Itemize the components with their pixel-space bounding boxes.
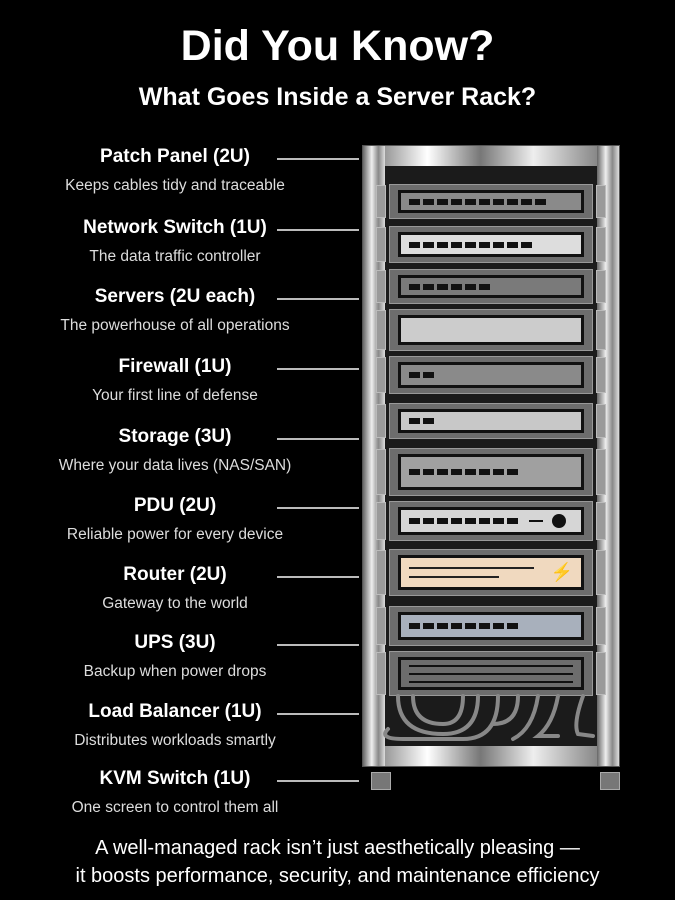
footer-line-1: A well-managed rack isn’t just aesthetic… — [95, 837, 580, 859]
rack-foot-left — [371, 772, 391, 790]
component-name: Firewall (1U) — [118, 356, 232, 377]
rack-unit — [376, 184, 606, 219]
leader-line — [277, 576, 359, 578]
leader-line — [277, 158, 359, 160]
component-description: One screen to control them all — [71, 799, 279, 816]
component-name: Patch Panel (2U) — [100, 146, 250, 167]
footer-line-2: it boosts performance, security, and mai… — [75, 865, 600, 887]
subtitle: What Goes Inside a Server Rack? — [138, 83, 537, 111]
rack-unit: ⚡ — [376, 549, 606, 596]
component-label: Router (2U) Gateway to the world — [20, 564, 330, 613]
rack-top-bar — [385, 146, 597, 166]
rack-unit — [376, 356, 606, 394]
component-name: Servers (2U each) — [94, 286, 256, 307]
leader-line — [277, 438, 359, 440]
rack-unit — [376, 448, 606, 496]
rack-unit — [376, 501, 606, 541]
rack-unit — [376, 651, 606, 696]
component-label: PDU (2U) Reliable power for every device — [20, 495, 330, 544]
component-name: Load Balancer (1U) — [88, 701, 262, 722]
leader-line — [277, 298, 359, 300]
component-description: Your first line of defense — [92, 387, 258, 404]
component-name: Network Switch (1U) — [83, 217, 267, 238]
leader-line — [277, 780, 359, 782]
component-label: Network Switch (1U) The data traffic cont… — [20, 217, 330, 266]
component-label: Load Balancer (1U) Distributes workloads … — [20, 701, 330, 750]
leader-line — [277, 507, 359, 509]
component-description: Gateway to the world — [102, 595, 248, 612]
component-label: Firewall (1U) Your first line of defense — [20, 356, 330, 405]
component-label: KVM Switch (1U) One screen to control the… — [20, 768, 330, 817]
component-label: Servers (2U each) The powerhouse of all o… — [20, 286, 330, 335]
rack-unit — [376, 226, 606, 263]
leader-line — [277, 368, 359, 370]
component-description: Backup when power drops — [83, 663, 267, 680]
title: Did You Know? — [180, 22, 495, 70]
power-bolt-icon: ⚡ — [550, 562, 573, 582]
component-label: UPS (3U) Backup when power drops — [20, 632, 330, 681]
component-description: Reliable power for every device — [66, 526, 284, 543]
power-button-icon — [552, 514, 566, 528]
rack-bottom-bar — [385, 746, 597, 766]
rack-unit — [376, 309, 606, 351]
rack-foot-right — [600, 772, 620, 790]
component-label: Patch Panel (2U) Keeps cables tidy and tr… — [20, 146, 330, 195]
component-description: The data traffic controller — [89, 248, 261, 265]
component-name: KVM Switch (1U) — [99, 768, 251, 789]
cables-icon — [383, 694, 595, 741]
component-name: PDU (2U) — [133, 495, 217, 516]
leader-line — [277, 644, 359, 646]
component-name: Storage (3U) — [118, 426, 232, 447]
component-description: Distributes workloads smartly — [74, 732, 276, 749]
rack-unit — [376, 403, 606, 439]
leader-line — [277, 713, 359, 715]
component-label: Storage (3U) Where your data lives (NAS/S… — [20, 426, 330, 475]
leader-line — [277, 229, 359, 231]
component-name: Router (2U) — [123, 564, 227, 585]
rack-unit — [376, 269, 606, 304]
component-name: UPS (3U) — [134, 632, 216, 653]
rack-unit — [376, 606, 606, 646]
server-rack-illustration: ⚡ — [362, 145, 620, 767]
component-description: Where your data lives (NAS/SAN) — [58, 457, 292, 474]
component-description: The powerhouse of all operations — [60, 317, 290, 334]
component-description: Keeps cables tidy and traceable — [65, 177, 285, 194]
